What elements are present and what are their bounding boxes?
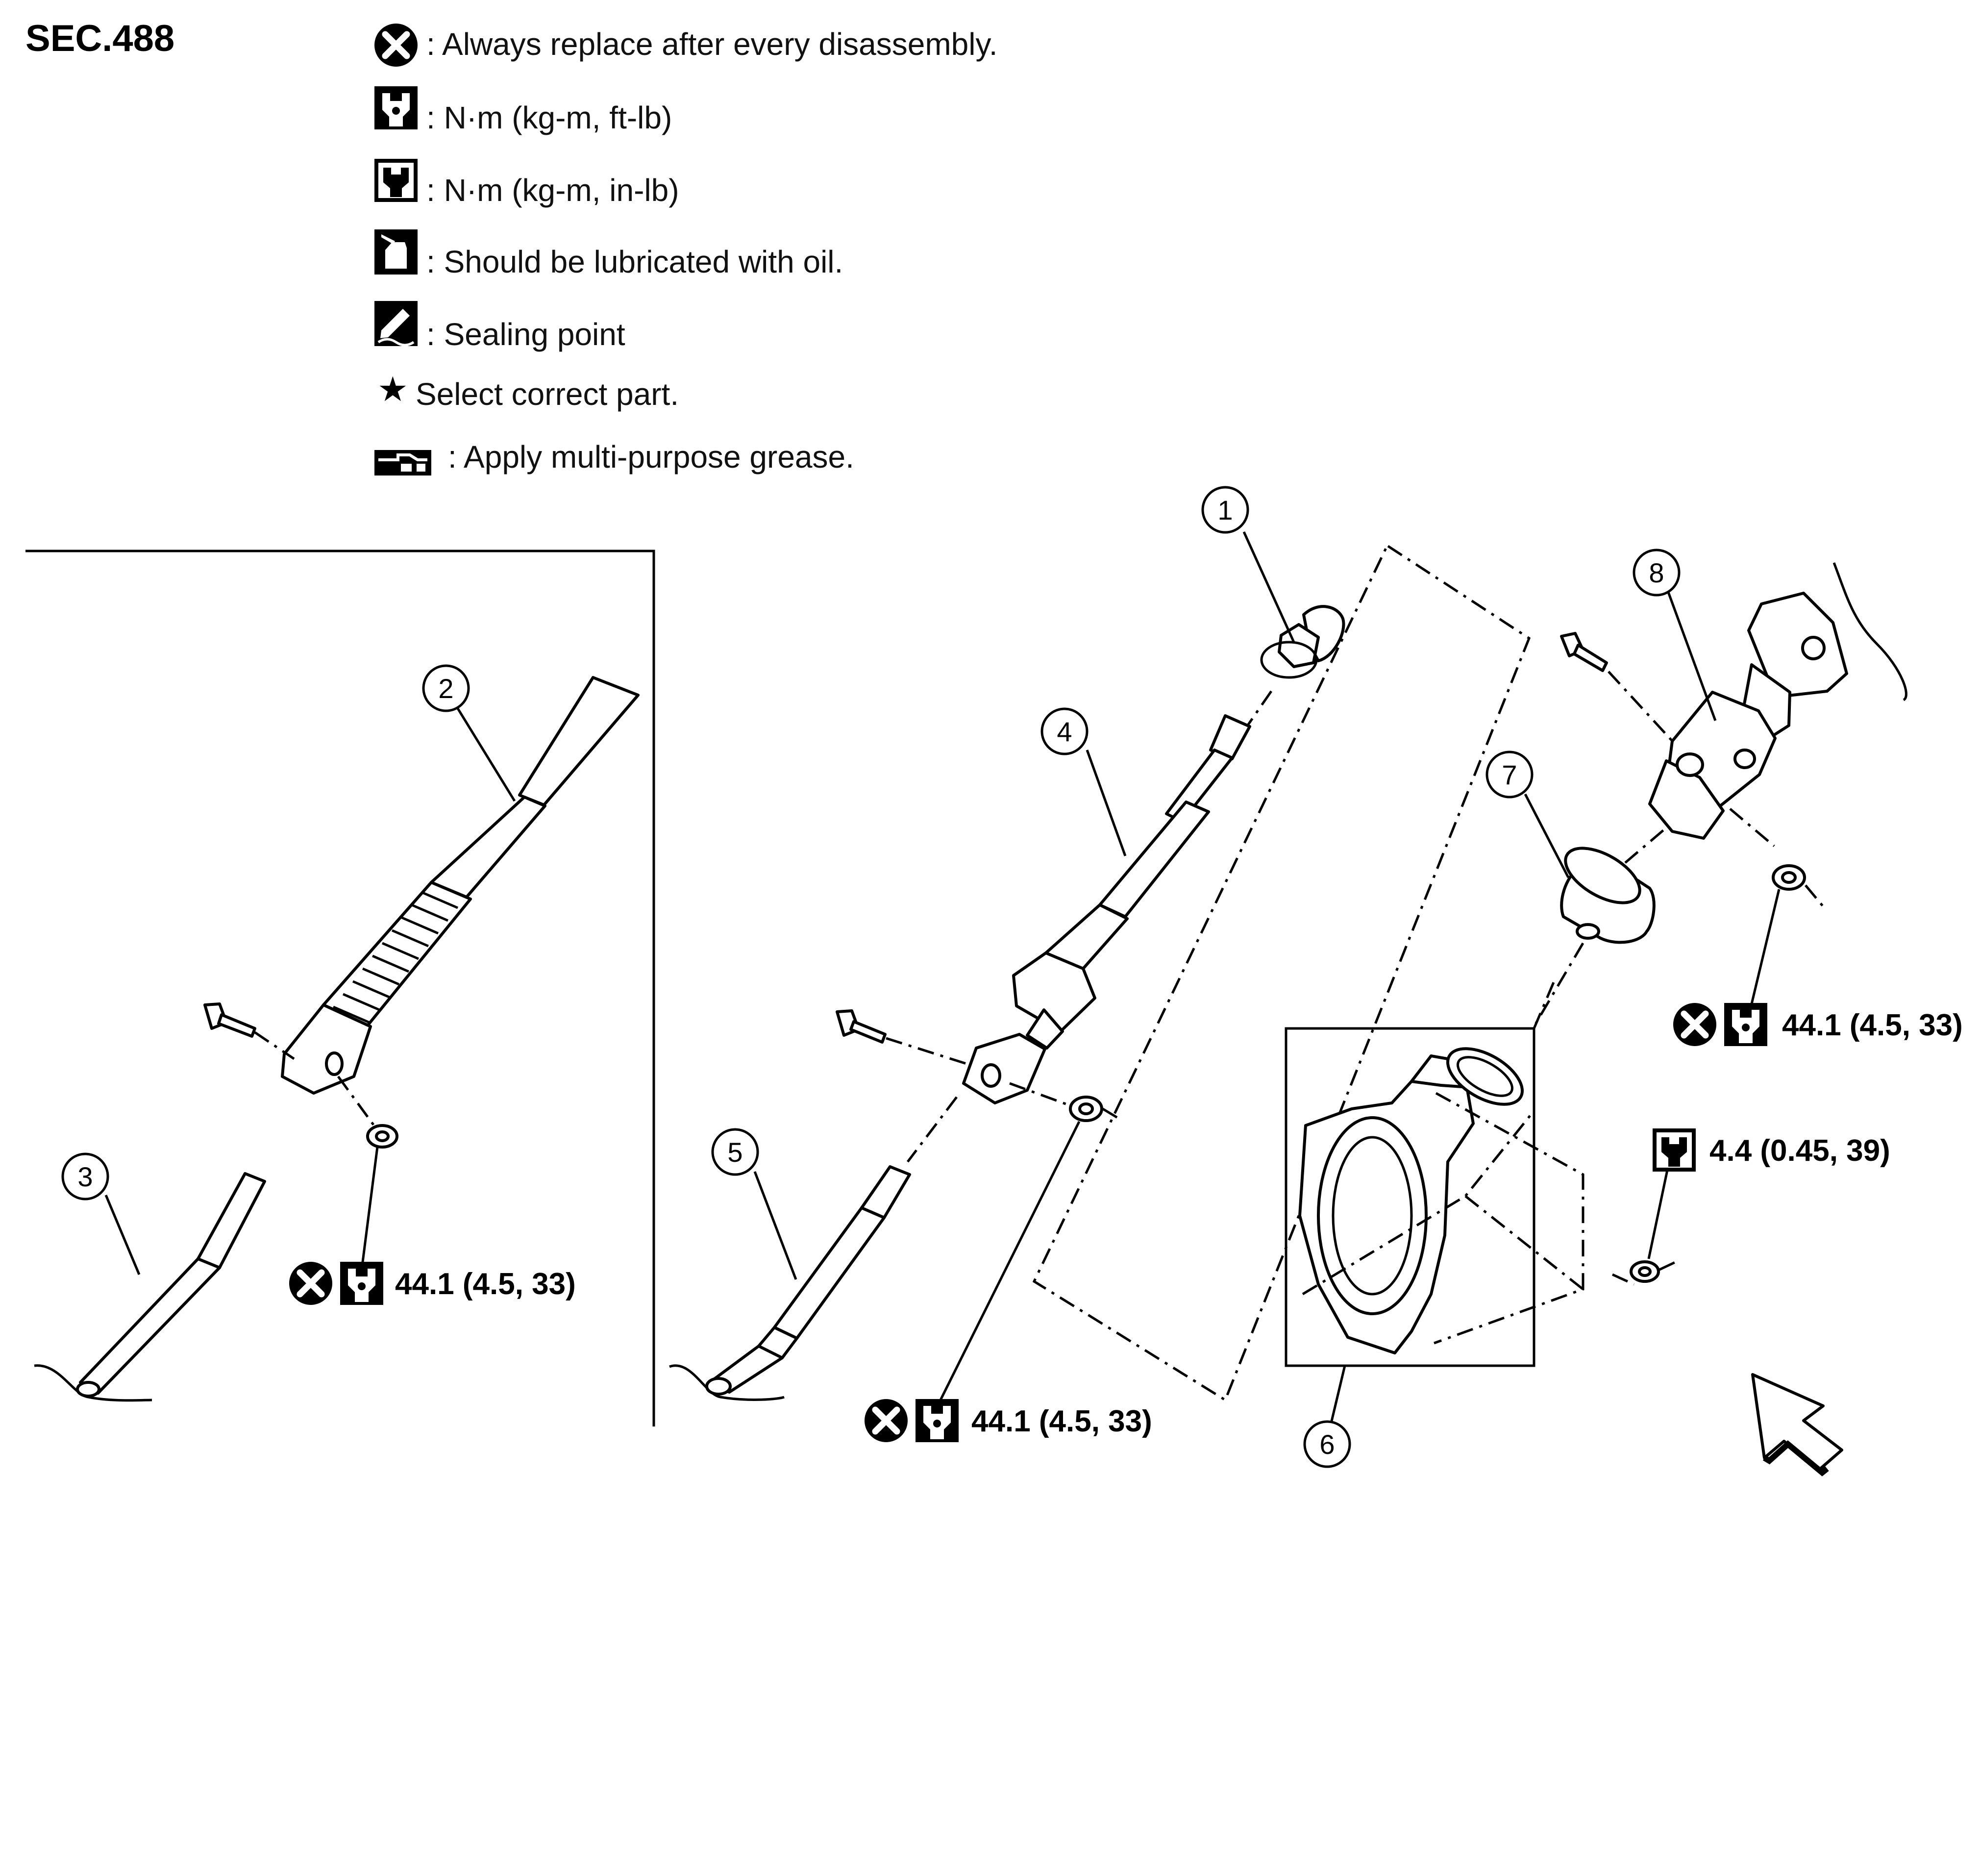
washer-small (1611, 1160, 1677, 1286)
callout-6: 6 (1303, 1420, 1351, 1468)
part-4-intermediate-shaft (962, 690, 1273, 1104)
torque-spec-right: 44.1 (4.5, 33) (1673, 1003, 1963, 1046)
part-8-upper-joint (1648, 562, 1907, 840)
nut-left (337, 1076, 398, 1270)
callout-label-4: 4 (1057, 716, 1072, 747)
legend-torque-inlb-label: : N·m (kg-m, in-lb) (426, 173, 679, 208)
legend-always-replace-label: : Always replace after every disassembly… (426, 26, 998, 62)
callout-8: 8 (1633, 549, 1717, 721)
callout-label-2: 2 (438, 673, 453, 704)
assembly-dashed-outline (1032, 545, 1531, 1402)
callout-label-8: 8 (1649, 557, 1664, 588)
star-icon: ★ (377, 369, 408, 409)
grease-icon (374, 450, 431, 475)
part-5-lower-shaft (669, 1096, 958, 1401)
callout-1: 1 (1201, 486, 1295, 643)
bolt-center (836, 1009, 967, 1065)
part-6-hole-cover (1285, 982, 1584, 1432)
callout-label-5: 5 (727, 1137, 742, 1168)
callout-3: 3 (61, 1152, 141, 1275)
section-title: SEC.488 (25, 18, 174, 59)
part-3-lower-shaft (34, 1172, 266, 1402)
oil-can-icon (374, 229, 418, 275)
callout-5: 5 (711, 1128, 797, 1280)
part-2-bellows-shaft (281, 676, 640, 1095)
legend-select-part-label: Select correct part. (416, 376, 679, 412)
front-direction-arrow-icon (1751, 1373, 1843, 1476)
legend-sealing-label: : Sealing point (426, 317, 625, 352)
callout-4: 4 (1040, 707, 1127, 856)
callout-label-1: 1 (1217, 495, 1233, 525)
legend-oil-label: : Should be lubricated with oil. (426, 244, 843, 279)
bolt-left (203, 1002, 295, 1060)
nut-center (936, 1082, 1123, 1408)
part-7-grommet (1533, 823, 1672, 1027)
callout-2: 2 (422, 664, 516, 802)
callout-7: 7 (1485, 750, 1570, 878)
torque-ftlb-icon (374, 86, 418, 129)
callout-label-7: 7 (1502, 759, 1517, 790)
legend-grease-label: : Apply multi-purpose grease. (448, 439, 854, 475)
callout-label-3: 3 (77, 1161, 93, 1192)
legend-torque-ftlb-label: : N·m (kg-m, ft-lb) (426, 100, 672, 135)
always-replace-icon (374, 24, 418, 67)
torque-value-right: 44.1 (4.5, 33) (1782, 1008, 1963, 1042)
inset-frame (25, 550, 655, 1426)
part-1-clip (1260, 605, 1345, 679)
sealing-point-icon (374, 301, 418, 347)
torque-spec-left: 44.1 (4.5, 33) (289, 1262, 576, 1305)
callout-label-6: 6 (1319, 1429, 1335, 1460)
torque-spec-center: 44.1 (4.5, 33) (865, 1399, 1152, 1442)
torque-inlb-icon (374, 159, 418, 202)
bolt-upper (1560, 632, 1676, 745)
torque-value-left: 44.1 (4.5, 33) (395, 1267, 576, 1301)
nut-upper (1729, 808, 1826, 1004)
legend: : Always replace after every disassembly… (374, 24, 998, 475)
torque-value-center: 44.1 (4.5, 33) (971, 1404, 1152, 1438)
torque-value-small: 4.4 (0.45, 39) (1709, 1134, 1890, 1168)
torque-spec-small: 4.4 (0.45, 39) (1653, 1128, 1890, 1172)
